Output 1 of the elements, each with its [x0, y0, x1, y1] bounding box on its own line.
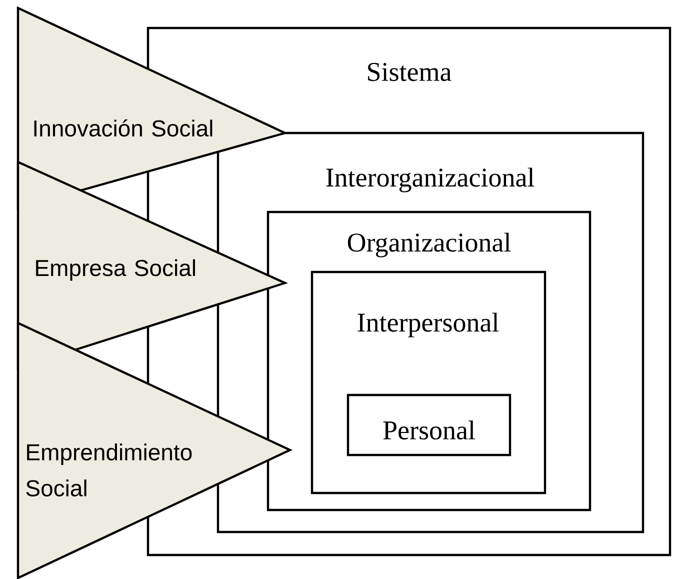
nested-box: Personal: [346, 394, 512, 456]
